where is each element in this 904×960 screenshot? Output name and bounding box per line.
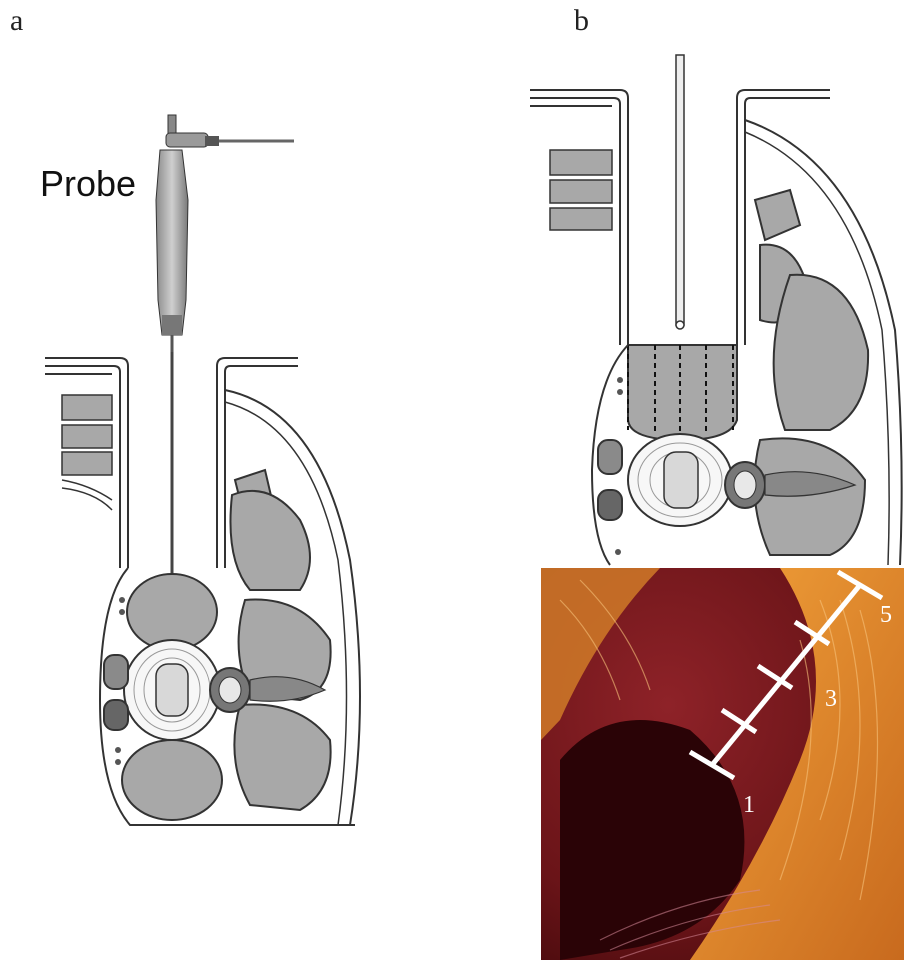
scale-label-1: 1: [743, 792, 755, 818]
panel-a-diagram: [45, 115, 360, 825]
psoas-muscle-b: [628, 345, 737, 440]
vessels-a: [104, 597, 128, 765]
psoas-muscle-a: [127, 574, 217, 650]
lower-muscle-a: [122, 740, 222, 820]
abdominal-wall-layers-b: [550, 150, 612, 230]
posterior-muscles-a: [230, 470, 330, 810]
panel-b-diagram: [530, 55, 902, 565]
surgical-photo: 1 3 5: [541, 568, 904, 960]
abdominal-wall-layers: [62, 395, 112, 510]
vertebral-body-a: [124, 640, 220, 740]
posterior-muscles-b: [754, 190, 868, 555]
scale-label-5: 5: [880, 602, 892, 628]
scale-label-3: 3: [825, 686, 837, 712]
vertebral-body-b: [628, 434, 732, 526]
probe-needle-b: [676, 55, 684, 325]
vessels-b: [598, 377, 623, 555]
